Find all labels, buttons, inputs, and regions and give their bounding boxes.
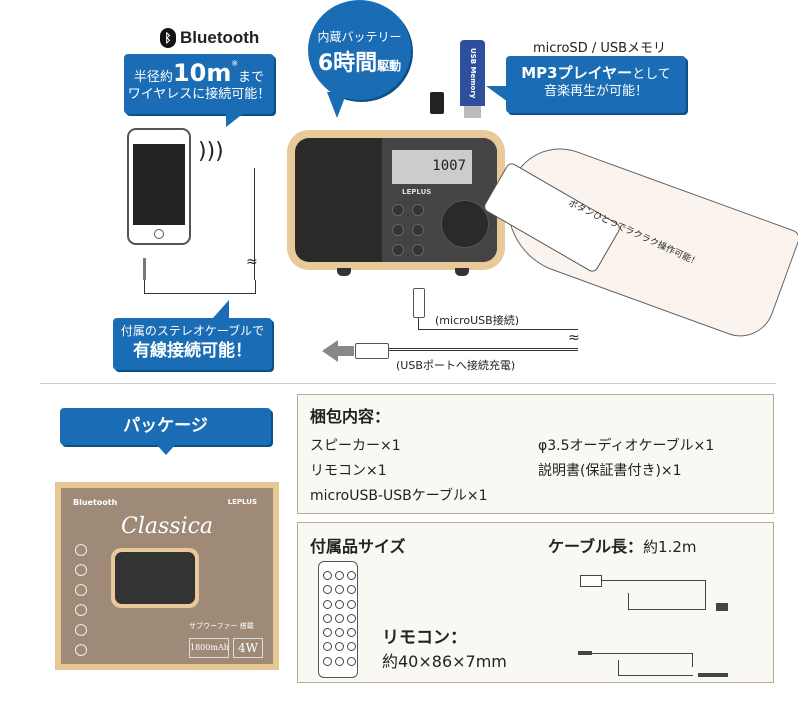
cable-break-icon: ≈ [246, 254, 258, 270]
contents-item: スピーカー×1 [310, 438, 401, 454]
microsd-card-icon [430, 92, 444, 114]
callout-text: として [632, 67, 671, 82]
wireless-signal-icon: ))) [198, 139, 224, 164]
box-battery: 1800mAh [189, 638, 229, 658]
usb-label: (USBポートへ接続充電) [396, 359, 516, 372]
speaker-display: 1007 [392, 150, 472, 184]
callout-tail [213, 300, 229, 318]
callout-tail [156, 444, 176, 455]
remote-size-value: 約40×86×7mm [382, 652, 507, 671]
box-power: 4W [233, 638, 263, 658]
box-title: Classica [121, 514, 214, 539]
bluetooth-range-callout: 半径約10m※ まで ワイヤレスに接続可能！ [124, 54, 274, 114]
box-bluetooth-logo: Bluetooth [73, 498, 118, 507]
package-label: パッケージ [60, 408, 271, 445]
contents-item: φ3.5オーディオケーブル×1 [538, 438, 715, 454]
contents-item: リモコン×1 [310, 463, 387, 479]
cable-length-value: 約1.2m [643, 538, 697, 556]
remote-drawing [318, 561, 358, 678]
audio-cable [144, 280, 256, 294]
usb-cable-drawing [580, 575, 602, 587]
package-contents-panel: 梱包内容： スピーカー×1 φ3.5オーディオケーブル×1 リモコン×1 説明書… [297, 394, 774, 514]
contents-item: microUSB-USBケーブル×1 [310, 488, 488, 504]
usb-cable [418, 318, 578, 330]
callout-text: 半径約 [133, 70, 173, 85]
speaker-illustration: 1007 LEPLUS [287, 130, 505, 270]
wired-connection-callout: 付属のステレオケーブルで 有線接続可能！ [113, 318, 272, 370]
smartphone-illustration [127, 128, 191, 245]
audio-cable-drawing [588, 653, 693, 667]
callout-tail [486, 86, 508, 102]
mp3-player-callout: MP3プレイヤーとして 音楽再生が可能！ [506, 56, 686, 113]
callout-text: 音楽再生が可能！ [543, 83, 648, 99]
contents-item: 説明書(保証書付き)×1 [538, 463, 682, 479]
remote-size-title: リモコン： [382, 628, 467, 648]
charge-arrow-head [322, 340, 338, 362]
bluetooth-icon: ᛒ [160, 28, 176, 48]
box-subtitle: サブウーファー 搭載 [189, 622, 254, 630]
bluetooth-logo-text: Bluetooth [180, 28, 260, 47]
callout-tail [327, 92, 347, 118]
volume-knob [441, 200, 489, 248]
cable-length-title: ケーブル長： [548, 537, 644, 556]
cable-break-icon: ≈ [568, 330, 580, 346]
callout-text: ワイヤレスに接続可能！ [127, 87, 271, 102]
section-divider [40, 383, 776, 384]
usb-cable [389, 348, 578, 351]
accessory-size-panel: 付属品サイズ ケーブル長：約1.2m リモコン： 約40×86×7mm [297, 522, 774, 683]
callout-text: 内蔵バッテリー [317, 30, 402, 44]
callout-text: 駆動 [377, 59, 402, 73]
contents-title: 梱包内容： [310, 407, 391, 426]
media-label: microSD / USBメモリ [533, 41, 667, 56]
box-brand: LEPLUS [227, 498, 257, 506]
callout-tail [226, 113, 244, 127]
sizes-title: 付属品サイズ [310, 537, 406, 556]
callout-highlight: MP3プレイヤー [521, 64, 633, 82]
audio-plug [143, 258, 146, 280]
microusb-label: (microUSB接続) [435, 314, 519, 327]
usb-stick-icon: USB Memory [460, 40, 485, 106]
speaker-brand: LEPLUS [402, 188, 432, 196]
footnote-mark: ※ [231, 59, 239, 68]
audio-cable [254, 168, 255, 280]
battery-callout: 内蔵バッテリー 6時間駆動 [308, 0, 411, 100]
usb-plug [355, 343, 389, 359]
callout-highlight: 有線接続可能！ [133, 340, 252, 361]
callout-highlight: 10m [172, 59, 232, 87]
usb-connector [464, 106, 481, 118]
callout-text: まで [238, 70, 265, 85]
callout-text: 付属のステレオケーブルで [120, 324, 265, 338]
charge-arrow [338, 346, 354, 356]
package-image: Bluetooth LEPLUS Classica サブウーファー 搭載 180… [55, 482, 279, 670]
microusb-plug [413, 288, 425, 318]
box-speaker-photo [111, 548, 199, 608]
callout-highlight: 6時間 [317, 51, 378, 76]
